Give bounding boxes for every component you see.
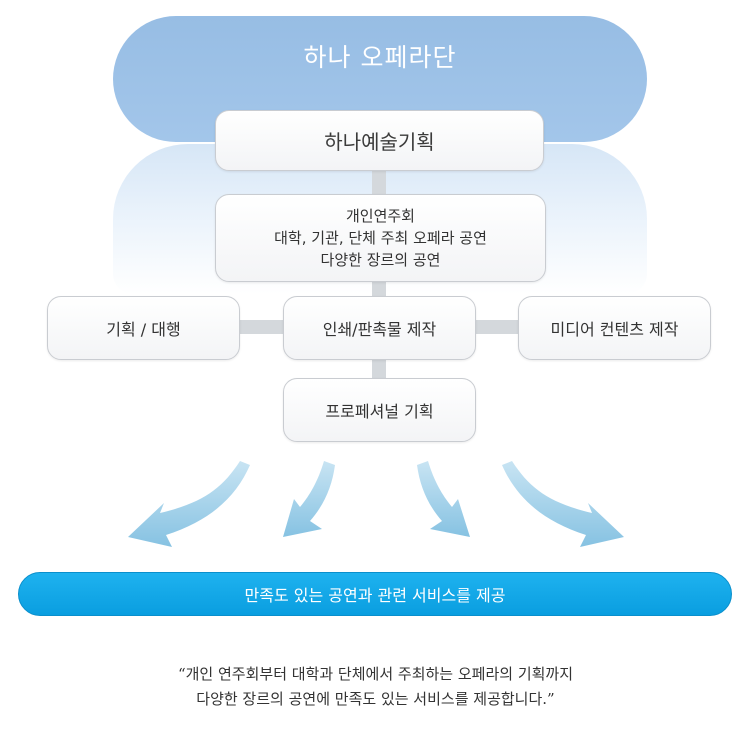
planning-label: 하나예술기획 xyxy=(324,130,435,154)
curved-arrow-icon xyxy=(502,461,624,547)
service-professional-planning-box: 프로페셔널 기획 xyxy=(283,378,476,442)
performances-box: 개인연주회 대학, 기관, 단체 주최 오페라 공연 다양한 장르의 공연 xyxy=(215,194,546,282)
quote-line-1: “개인 연주회부터 대학과 단체에서 주최하는 오페라의 기획까지 xyxy=(177,665,574,683)
performance-line-2: 대학, 기관, 단체 주최 오페라 공연 xyxy=(274,229,487,247)
curved-arrow-icon xyxy=(128,461,250,547)
service-planning-agency-box: 기획 / 대행 xyxy=(47,296,240,360)
service-media-production-box: 미디어 컨텐츠 제작 xyxy=(518,296,711,360)
curved-arrow-icon xyxy=(417,461,470,537)
quote-text: “개인 연주회부터 대학과 단체에서 주최하는 오페라의 기획까지 다양한 장르… xyxy=(0,662,751,712)
service-media-production-label: 미디어 컨텐츠 제작 xyxy=(550,320,679,339)
result-label: 만족도 있는 공연과 관련 서비스를 제공 xyxy=(244,586,506,605)
service-professional-planning-label: 프로페셔널 기획 xyxy=(325,402,434,421)
curved-arrows xyxy=(128,461,624,547)
connector-horizontal-left xyxy=(238,320,286,334)
planning-box: 하나예술기획 xyxy=(215,110,544,171)
service-print-production-label: 인쇄/판촉물 제작 xyxy=(322,320,437,339)
service-planning-agency-label: 기획 / 대행 xyxy=(106,320,181,339)
service-print-production-box: 인쇄/판촉물 제작 xyxy=(283,296,476,360)
performance-line-3: 다양한 장르의 공연 xyxy=(320,251,441,269)
org-name: 하나 오페라단 xyxy=(303,43,457,72)
quote-line-2: 다양한 장르의 공연에 만족도 있는 서비스를 제공합니다.” xyxy=(196,690,555,708)
connector-vertical-1 xyxy=(372,170,386,196)
result-pill: 만족도 있는 공연과 관련 서비스를 제공 xyxy=(18,572,732,616)
connector-horizontal-right xyxy=(474,320,520,334)
curved-arrow-icon xyxy=(283,461,335,537)
connector-vertical-2 xyxy=(372,280,386,298)
performance-line-1: 개인연주회 xyxy=(345,207,415,225)
connector-vertical-3 xyxy=(372,358,386,380)
